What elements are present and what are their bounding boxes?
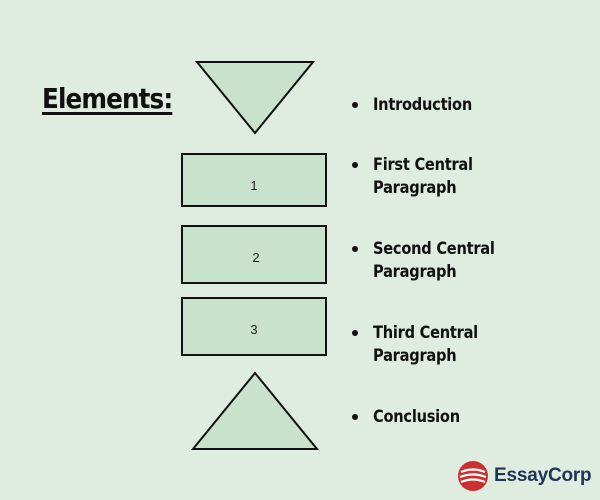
- bullet-item-third-central-paragraph: Third Central Paragraph: [352, 322, 552, 368]
- bullet-item-introduction: Introduction: [352, 94, 552, 117]
- bullet-dot-icon: [352, 414, 358, 420]
- paragraph-box-3-label: 3: [250, 322, 258, 337]
- bullet-text: Third Central Paragraph: [373, 323, 478, 366]
- bullet-item-conclusion: Conclusion: [352, 406, 552, 429]
- diagram-heading: Elements:: [42, 82, 173, 115]
- bullet-text: Second Central Paragraph: [373, 239, 495, 282]
- bullet-dot-icon: [352, 330, 358, 336]
- paragraph-box-2: [181, 225, 327, 284]
- bullet-text: First Central Paragraph: [373, 155, 473, 198]
- bullet-item-second-central-paragraph: Second Central Paragraph: [352, 238, 552, 284]
- bullet-dot-icon: [352, 102, 358, 108]
- introduction-funnel-triangle: [194, 61, 316, 135]
- bullet-text: Conclusion: [373, 407, 460, 427]
- bullet-dot-icon: [352, 246, 358, 252]
- essaycorp-logo: EssayCorp: [456, 456, 596, 496]
- bullet-dot-icon: [352, 162, 358, 168]
- conclusion-pyramid-triangle: [190, 371, 320, 450]
- bullet-item-first-central-paragraph: First Central Paragraph: [352, 154, 552, 200]
- essaycorp-logo-text: EssayCorp: [494, 465, 592, 486]
- paragraph-box-1-label: 1: [250, 178, 258, 193]
- paragraph-box-2-label: 2: [252, 250, 260, 265]
- bullet-text: Introduction: [373, 95, 472, 115]
- essaycorp-logo-icon: [458, 461, 488, 491]
- paragraph-box-3: [181, 297, 327, 356]
- paragraph-box-1: [181, 153, 327, 207]
